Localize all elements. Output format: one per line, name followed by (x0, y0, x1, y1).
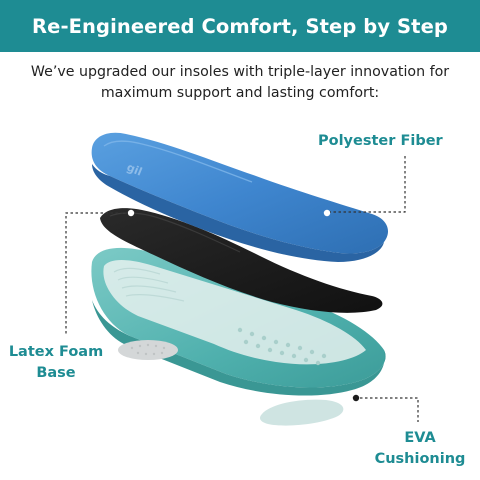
polyester-leader-line (330, 156, 406, 213)
page-title: Re-Engineered Comfort, Step by Step (32, 14, 448, 38)
description-line-2: maximum support and lasting comfort: (100, 85, 380, 101)
eva-leader-line (360, 397, 419, 422)
eva-marker-dot (352, 394, 360, 402)
label-eva-line-1: EVA (404, 430, 436, 446)
eva-cushion-pad (260, 399, 344, 426)
heel-gel-pad (118, 340, 178, 360)
label-latex-foam-line-2: Base (36, 365, 76, 381)
description-text: We’ve upgraded our insoles with triple-l… (10, 62, 470, 104)
polyester-fiber-layer: gil (91, 132, 388, 262)
label-eva-line-2: Cushioning (374, 451, 466, 467)
polyester-marker-dot (323, 209, 331, 217)
latex-marker-dot (127, 209, 135, 217)
label-polyester-fiber: Polyester Fiber (318, 131, 443, 152)
title-banner: Re-Engineered Comfort, Step by Step (0, 0, 480, 52)
label-eva-cushioning: EVA Cushioning (372, 428, 468, 470)
label-latex-foam-line-1: Latex Foam (8, 344, 104, 360)
label-latex-foam-base: Latex Foam Base (8, 342, 104, 384)
label-polyester-fiber-text: Polyester Fiber (318, 133, 443, 149)
heel-gel-pad-dots (130, 343, 166, 356)
latex-leader-line (65, 212, 128, 334)
insole-logo-mark: gil (125, 161, 144, 179)
description-line-1: We’ve upgraded our insoles with triple-l… (30, 64, 450, 80)
